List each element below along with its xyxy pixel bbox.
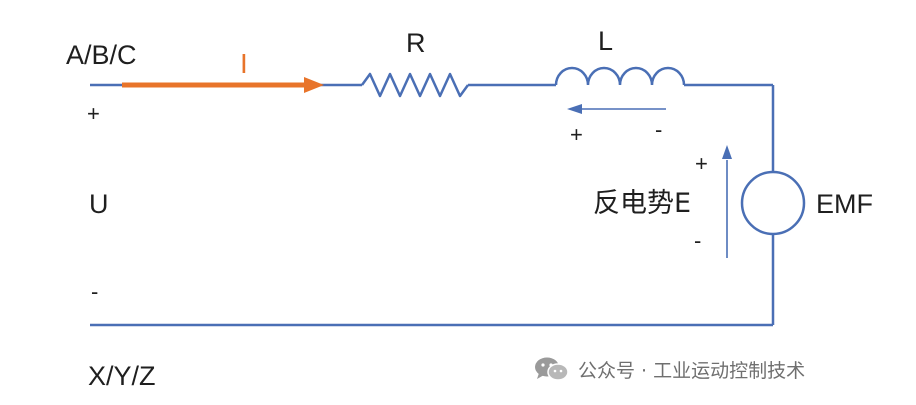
inductor-symbol	[554, 66, 686, 86]
voltage-minus-sign: -	[91, 279, 99, 304]
watermark-text: 公众号 · 工业运动控制技术	[578, 359, 806, 382]
emf-minus-sign: -	[694, 228, 702, 253]
current-arrow-head	[304, 77, 324, 93]
inductor-label: L	[598, 26, 614, 56]
emf-source-circle	[740, 170, 806, 236]
voltage-plus-sign: +	[87, 101, 100, 126]
inductor-minus-sign: -	[655, 117, 663, 142]
current-label: I	[240, 48, 248, 79]
phase-output-label: X/Y/Z	[88, 361, 156, 391]
back-emf-label: 反电势E	[593, 188, 692, 219]
watermark: 公众号 · 工业运动控制技术	[534, 354, 805, 384]
wechat-icon	[535, 357, 569, 381]
resistor-label: R	[406, 28, 426, 58]
resistor-symbol	[360, 72, 470, 98]
inductor-voltage-arrow-head	[567, 104, 582, 114]
emf-plus-sign: +	[695, 151, 708, 176]
emf-label: EMF	[816, 189, 873, 219]
voltage-label: U	[89, 189, 109, 219]
phase-input-label: A/B/C	[66, 40, 137, 70]
emf-arrow-head	[722, 145, 732, 159]
inductor-plus-sign: +	[570, 122, 583, 147]
